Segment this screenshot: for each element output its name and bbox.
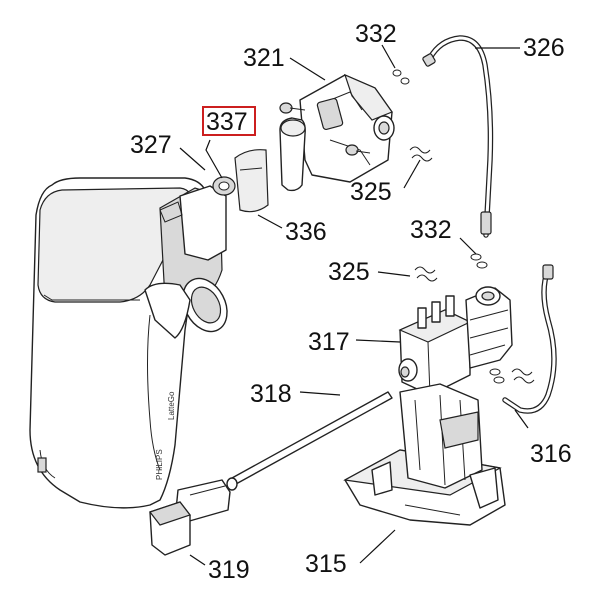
callout-317: 317: [308, 328, 350, 356]
callout-337-highlight-box: [202, 106, 256, 136]
callout-326: 326: [523, 34, 565, 62]
model-text: LatteGo: [167, 391, 176, 420]
callout-319: 319: [208, 556, 250, 584]
callout-325-top: 325: [350, 178, 392, 206]
callout-332-top: 332: [355, 20, 397, 48]
tube-316: [502, 264, 557, 414]
leader-lines: [179, 44, 529, 566]
callout-labels: 321 332 326 337 327 325 336 332 325 317 …: [130, 20, 572, 584]
o-rings-332-top: [392, 69, 410, 85]
sleeve-336: [234, 149, 269, 213]
clip-325-top: [409, 146, 433, 162]
callout-327: 327: [130, 131, 172, 159]
connector-319: [149, 477, 238, 556]
callout-332-middle: 332: [410, 216, 452, 244]
callout-337: 337: [206, 108, 248, 136]
o-rings-332-middle: [470, 253, 488, 269]
screw-lower: [345, 144, 371, 156]
clip-325-middle: [414, 266, 438, 282]
callout-315: 315: [305, 550, 347, 578]
callout-336: 336: [285, 218, 327, 246]
callout-318: 318: [250, 380, 292, 408]
tube-326: [422, 35, 494, 238]
solenoid-valve-317: [398, 286, 535, 396]
callout-316: 316: [530, 440, 572, 468]
o-ring-337: [212, 176, 236, 196]
screw-upper: [279, 102, 306, 114]
brand-text: PHILIPS: [155, 449, 164, 480]
milk-container-327: PHILIPS LatteGo: [29, 177, 228, 509]
valve-assembly-321: [279, 73, 395, 192]
callout-321: 321: [243, 44, 285, 72]
base-bracket-315: [343, 383, 506, 526]
callout-325-middle: 325: [328, 258, 370, 286]
